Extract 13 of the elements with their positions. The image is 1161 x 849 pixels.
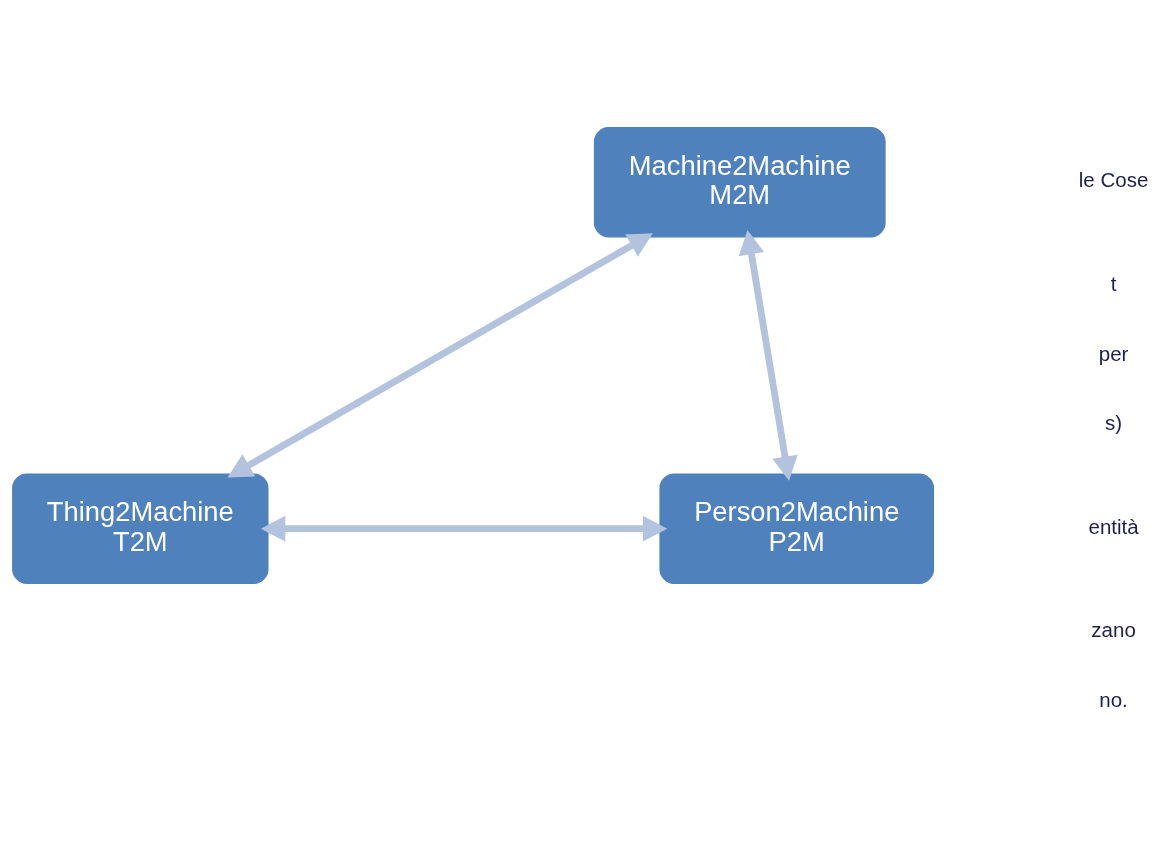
label: entità (1088, 514, 1139, 538)
label: le Cose (1078, 167, 1149, 191)
label: per (1098, 341, 1129, 364)
node-box: Machine2Machine M2M (593, 126, 886, 238)
label: no. (1099, 687, 1128, 711)
node-box: Thing2Machine T2M (12, 472, 269, 584)
arrow (738, 229, 798, 481)
node-box: Person2Machine P2M (659, 472, 935, 584)
arrow (260, 515, 668, 542)
label: t (1110, 271, 1117, 295)
arrow (227, 232, 653, 477)
label: s) (1105, 410, 1123, 434)
label: zano (1091, 617, 1136, 641)
